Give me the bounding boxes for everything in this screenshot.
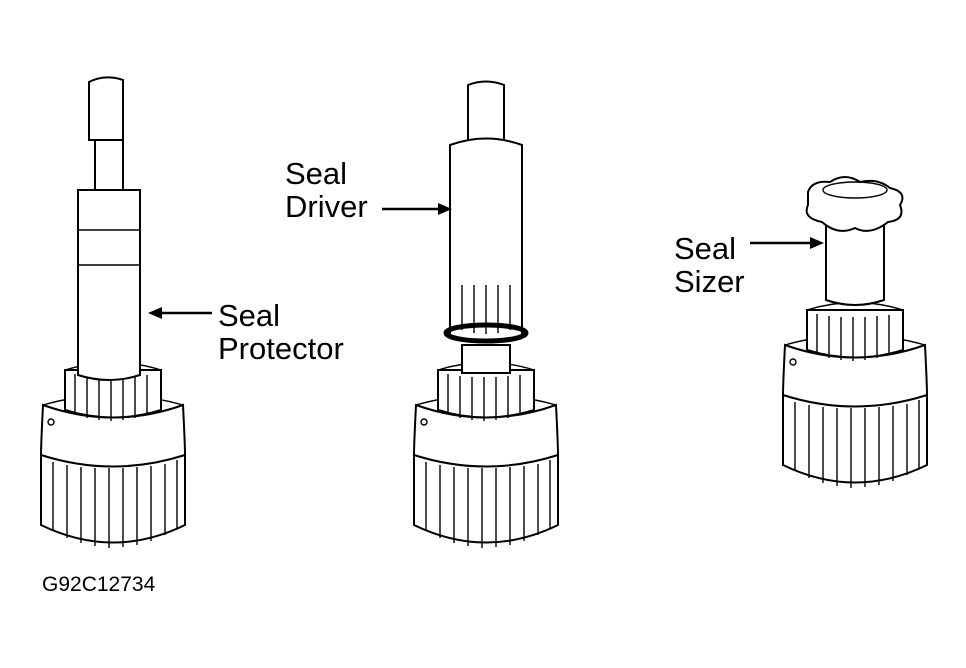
seal-protector-assembly xyxy=(40,76,186,549)
seal-driver-arrow xyxy=(382,203,452,215)
seal-driver-label-line2: Driver xyxy=(285,189,368,224)
seal-sizer-assembly xyxy=(782,176,928,489)
seal-driver-label: Seal Driver xyxy=(285,157,368,223)
seal-protector-label-line2: Protector xyxy=(218,331,344,366)
seal-protector-label: Seal Protector xyxy=(218,299,344,365)
seal-driver-label-line1: Seal xyxy=(285,156,348,191)
seal-protector-label-line1: Seal xyxy=(218,298,281,333)
seal-sizer-label-line2: Sizer xyxy=(674,264,745,299)
seal-sizer-label-line1: Seal xyxy=(674,231,737,266)
seal-protector-arrow xyxy=(148,307,212,319)
figure-id: G92C12734 xyxy=(42,573,156,596)
seal-sizer-label: Seal Sizer xyxy=(674,232,745,298)
seal-driver-assembly xyxy=(413,80,559,549)
seal-sizer-arrow xyxy=(750,237,824,249)
